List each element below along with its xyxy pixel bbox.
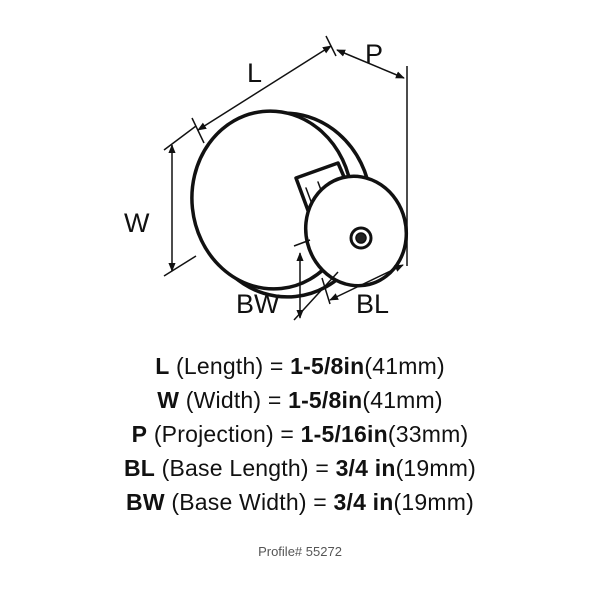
spec-code: BL [124, 455, 156, 481]
w-extension-top [163, 125, 197, 151]
spec-metric: (19mm) [393, 489, 474, 515]
spec-width: W (Width) = 1-5/8in(41mm) [0, 383, 600, 417]
label-l: L [247, 58, 262, 88]
l-extension-left [191, 117, 205, 144]
label-bw: BW [236, 289, 280, 319]
knob-illustration [190, 109, 409, 299]
spec-imperial: 3/4 in [335, 455, 396, 481]
spec-name: (Base Length) = [161, 455, 329, 481]
spec-metric: (41mm) [362, 387, 443, 413]
bw-extension-top [293, 239, 311, 247]
spec-name: (Width) = [185, 387, 282, 413]
spec-name: (Length) = [176, 353, 284, 379]
w-extension-bottom [163, 255, 197, 277]
spec-code: W [157, 387, 180, 413]
profile-number: Profile# 55272 [258, 544, 342, 559]
p-dimension-line [336, 49, 405, 79]
spec-name: (Projection) = [153, 421, 295, 447]
spec-name: (Base Width) = [171, 489, 327, 515]
spec-metric: (33mm) [387, 421, 469, 447]
bl-extension-left [321, 277, 331, 305]
spec-projection: P (Projection) = 1-5/16in(33mm) [0, 417, 600, 451]
spec-imperial: 1-5/8in [288, 387, 363, 413]
dimension-specs: L (Length) = 1-5/8in(41mm) W (Width) = 1… [0, 349, 600, 519]
bl-dimension-line [329, 264, 404, 301]
spec-length: L (Length) = 1-5/8in(41mm) [0, 349, 600, 383]
spec-imperial: 1-5/8in [290, 353, 365, 379]
l-dimension-line [197, 45, 332, 131]
spec-imperial: 1-5/16in [300, 421, 388, 447]
label-p: P [365, 39, 383, 69]
spec-code: P [131, 421, 148, 447]
label-bl: BL [356, 289, 389, 319]
spec-base-length: BL (Base Length) = 3/4 in(19mm) [0, 451, 600, 485]
spec-base-width: BW (Base Width) = 3/4 in(19mm) [0, 485, 600, 519]
spec-code: L [155, 353, 170, 379]
dimension-lines [163, 35, 408, 321]
label-w: W [124, 208, 150, 238]
spec-code: BW [126, 489, 165, 515]
spec-metric: (41mm) [364, 353, 445, 379]
spec-imperial: 3/4 in [333, 489, 394, 515]
spec-metric: (19mm) [395, 455, 476, 481]
knob-dimension-diagram: L P W BW BL [124, 35, 409, 321]
screw-hole-inner [355, 232, 367, 244]
